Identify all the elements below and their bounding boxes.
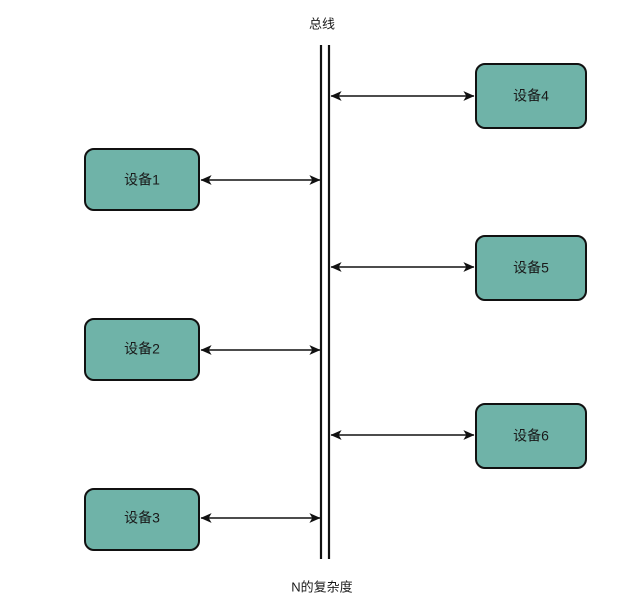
diagram-caption: N的复杂度 [291,579,352,594]
device-6-box [475,403,587,469]
device-4-box [475,63,587,129]
bus-line-group[interactable] [319,45,331,559]
node-device-3[interactable]: 设备3 [84,488,200,551]
device-4-label: 设备4 [513,88,549,104]
device-1-box [84,148,200,211]
right-connections [330,91,475,440]
left-connections [200,175,321,523]
device-3-box [84,488,200,551]
node-device-2[interactable]: 设备2 [84,318,200,381]
node-device-5[interactable]: 设备5 [475,235,587,301]
node-device-1[interactable]: 设备1 [84,148,200,211]
device-2-box [84,318,200,381]
device-3-label: 设备3 [124,510,160,526]
device-5-box [475,235,587,301]
bus-title: 总线 [309,16,335,31]
node-device-6[interactable]: 设备6 [475,403,587,469]
node-device-4[interactable]: 设备4 [475,63,587,129]
device-5-label: 设备5 [513,260,549,276]
device-2-label: 设备2 [124,341,160,357]
device-1-label: 设备1 [124,172,160,188]
device-6-label: 设备6 [513,428,549,444]
